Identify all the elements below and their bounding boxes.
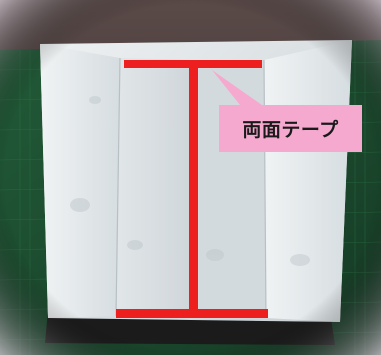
callout-text: 両面テープ xyxy=(242,119,339,141)
callout-label: 両面テープ xyxy=(219,105,362,152)
